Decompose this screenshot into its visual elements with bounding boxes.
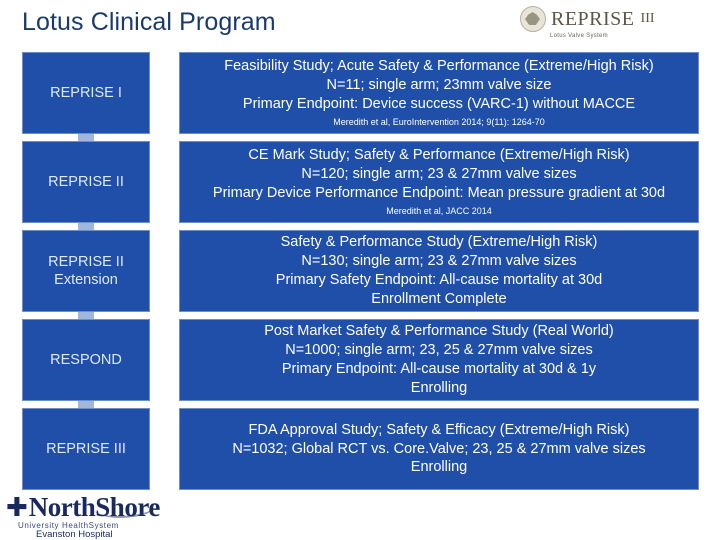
- detail-line: N=11; single arm; 23mm valve size: [326, 77, 552, 94]
- connector-bar: [78, 401, 94, 408]
- northshore-footer-logo: ✚ NorthShore University HealthSystem Eva…: [6, 494, 206, 540]
- connector-bar: [78, 312, 94, 319]
- program-row: REPRISE III FDA Approval Study; Safety &…: [0, 408, 720, 490]
- page-title: Lotus Clinical Program: [22, 8, 276, 36]
- cross-icon: ✚: [6, 492, 28, 522]
- study-name-label: REPRISE III: [46, 440, 126, 457]
- detail-line: Primary Safety Endpoint: All-cause morta…: [275, 272, 603, 288]
- detail-line: Enrollment Complete: [371, 290, 507, 307]
- detail-line: N=1000; single arm; 23, 25 & 27mm valve …: [285, 342, 593, 359]
- program-row: REPRISE I Feasibility Study; Acute Safet…: [0, 52, 720, 141]
- study-detail-box-respond[interactable]: Post Market Safety & Performance Study (…: [179, 319, 699, 401]
- connector-bar: [78, 223, 94, 230]
- study-name-box-reprise-iii[interactable]: REPRISE III: [22, 408, 150, 490]
- footer-logo-main: ✚ NorthShore: [6, 494, 160, 521]
- brand-logo-main: REPRISE III: [520, 6, 655, 32]
- program-row: REPRISE II Extension Safety & Performanc…: [0, 230, 720, 319]
- detail-line: Safety & Performance Study (Extreme/High…: [280, 234, 598, 251]
- footer-logo-sub: University HealthSystem: [18, 521, 119, 530]
- connector-bar: [78, 134, 94, 141]
- study-detail-box-reprise-ii[interactable]: CE Mark Study; Safety & Performance (Ext…: [179, 141, 699, 223]
- study-name-box-reprise-ii[interactable]: REPRISE II: [22, 141, 150, 223]
- program-row: REPRISE II CE Mark Study; Safety & Perfo…: [0, 141, 720, 230]
- footer-logo-sub2: Evanston Hospital: [36, 529, 113, 540]
- study-name-label: REPRISE II Extension: [48, 253, 124, 288]
- detail-line: Primary Endpoint: All-cause mortality at…: [281, 361, 597, 377]
- study-name-label: REPRISE II: [48, 173, 124, 190]
- detail-line: Primary Endpoint: Device success (VARC-1…: [242, 96, 636, 113]
- detail-line: Primary Device Performance Endpoint: Mea…: [212, 185, 666, 202]
- brand-logo-name: REPRISE: [551, 7, 635, 30]
- study-detail-box-reprise-ii-extension[interactable]: Safety & Performance Study (Extreme/High…: [179, 230, 699, 312]
- detail-line: Enrolling: [410, 459, 468, 476]
- detail-line: CE Mark Study; Safety & Performance (Ext…: [248, 147, 630, 164]
- brand-logo-tagline: Lotus Valve System: [550, 33, 608, 39]
- detail-line: Enrolling: [410, 379, 468, 396]
- study-detail-box-reprise-i[interactable]: Feasibility Study; Acute Safety & Perfor…: [179, 52, 699, 134]
- detail-line: N=130; single arm; 23 & 27mm valve sizes: [301, 253, 577, 270]
- detail-line: N=120; single arm; 23 & 27mm valve sizes: [301, 166, 577, 183]
- study-name-box-reprise-ii-extension[interactable]: REPRISE II Extension: [22, 230, 150, 312]
- lotus-flower-icon: [520, 6, 546, 32]
- program-row: RESPOND Post Market Safety & Performance…: [0, 319, 720, 408]
- study-name-box-reprise-i[interactable]: REPRISE I: [22, 52, 150, 134]
- study-name-label: REPRISE I: [50, 84, 122, 101]
- study-name-box-respond[interactable]: RESPOND: [22, 319, 150, 401]
- study-citation: Meredith et al, JACC 2014: [386, 205, 492, 216]
- detail-line: N=1032; Global RCT vs. Core.Valve; 23, 2…: [232, 440, 646, 457]
- study-detail-box-reprise-iii[interactable]: FDA Approval Study; Safety & Efficacy (E…: [179, 408, 699, 490]
- study-name-label: RESPOND: [50, 351, 122, 368]
- footer-logo-name: NorthShore: [28, 492, 161, 522]
- reprise-brand-logo: REPRISE III Lotus Valve System: [520, 6, 710, 48]
- brand-logo-superscript: III: [640, 11, 655, 26]
- clinical-program-chart: REPRISE I Feasibility Study; Acute Safet…: [0, 52, 720, 490]
- detail-line: FDA Approval Study; Safety & Efficacy (E…: [248, 421, 630, 438]
- detail-line: Post Market Safety & Performance Study (…: [264, 323, 614, 340]
- detail-line: Feasibility Study; Acute Safety & Perfor…: [224, 58, 654, 75]
- study-citation: Meredith et al, EuroIntervention 2014; 9…: [333, 116, 545, 127]
